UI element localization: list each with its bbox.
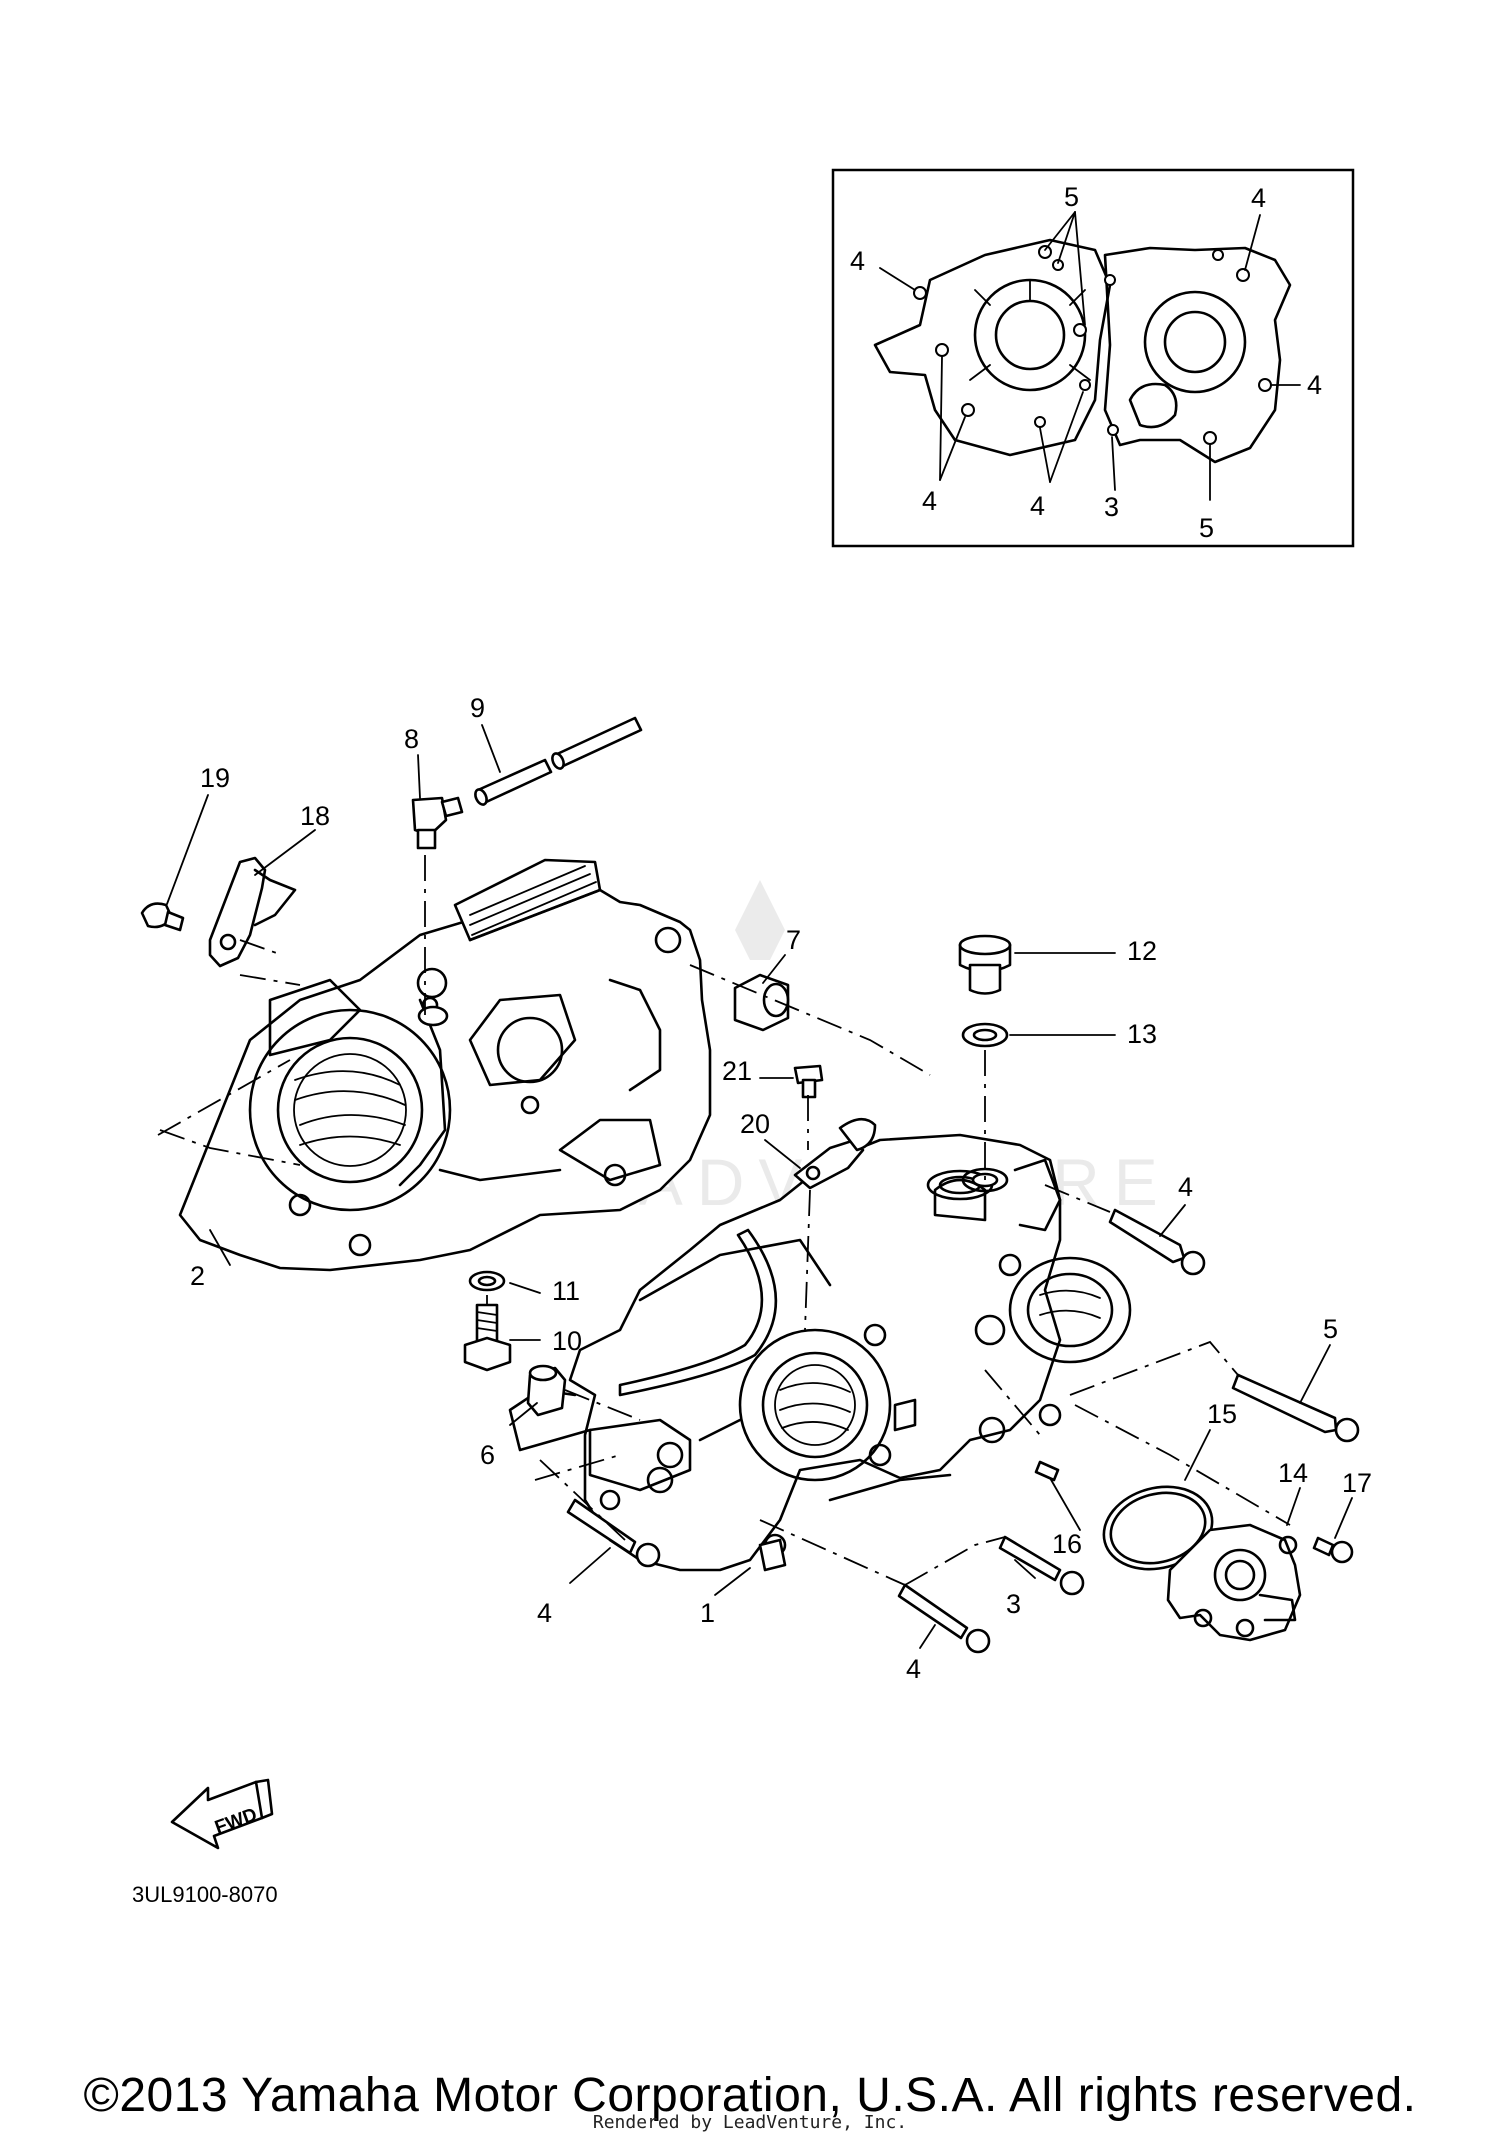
inset-callout-5: 5 bbox=[1199, 513, 1214, 543]
callout-2: 2 bbox=[190, 1261, 205, 1291]
callout-21: 21 bbox=[722, 1056, 752, 1086]
screw-19 bbox=[140, 902, 185, 932]
dowel-pins bbox=[474, 716, 643, 806]
bolt-4-bottom bbox=[897, 1583, 991, 1654]
pin-16 bbox=[1034, 1460, 1060, 1482]
callout-5: 5 bbox=[1323, 1314, 1338, 1344]
callout-4: 4 bbox=[537, 1598, 552, 1628]
cover-14 bbox=[1166, 1523, 1302, 1642]
left-crankcase-half bbox=[178, 858, 712, 1272]
callout-17: 17 bbox=[1342, 1468, 1372, 1498]
inset-callout-4: 4 bbox=[850, 246, 865, 276]
callout-8: 8 bbox=[404, 724, 419, 754]
bracket-18 bbox=[208, 856, 297, 968]
callout-4: 4 bbox=[906, 1654, 921, 1684]
drain-plug-12 bbox=[958, 934, 1012, 995]
callout-numbers: 9 8 19 18 7 12 13 21 20 4 2 11 10 5 6 15… bbox=[190, 693, 1372, 1684]
washer-11 bbox=[468, 1270, 506, 1292]
bolt-4-left bbox=[566, 1498, 661, 1568]
screw-17 bbox=[1312, 1536, 1354, 1564]
bolt-10 bbox=[463, 1303, 512, 1372]
callout-11: 11 bbox=[552, 1276, 580, 1306]
screw-21 bbox=[793, 1064, 824, 1099]
callout-14: 14 bbox=[1278, 1458, 1308, 1488]
callout-7: 7 bbox=[786, 925, 801, 955]
callout-13: 13 bbox=[1127, 1019, 1157, 1049]
callout-6: 6 bbox=[480, 1440, 495, 1470]
bolt-3 bbox=[998, 1535, 1085, 1596]
right-crankcase-half bbox=[508, 1133, 1132, 1572]
copyright-notice: ©2013 Yamaha Motor Corporation, U.S.A. A… bbox=[83, 2069, 1417, 2122]
inset-detail: 5 4 4 4 4 4 3 5 bbox=[831, 168, 1355, 548]
inset-callout-4: 4 bbox=[1030, 491, 1045, 521]
collar-6 bbox=[526, 1364, 567, 1417]
callout-9: 9 bbox=[470, 693, 485, 723]
callout-1: 1 bbox=[700, 1598, 715, 1628]
hose-fitting bbox=[411, 796, 464, 850]
forward-arrow-icon: FWD bbox=[170, 1778, 274, 1850]
callout-4: 4 bbox=[1178, 1172, 1193, 1202]
washer-13 bbox=[961, 1022, 1009, 1048]
callout-20: 20 bbox=[740, 1109, 770, 1139]
callout-12: 12 bbox=[1127, 936, 1157, 966]
bolt-4-right bbox=[1108, 1208, 1206, 1276]
inset-callout-3: 3 bbox=[1104, 492, 1119, 522]
callout-3: 3 bbox=[1006, 1589, 1021, 1619]
diagram-code: 3UL9100-8070 bbox=[132, 1882, 278, 1907]
callout-leaders bbox=[166, 724, 1353, 1649]
o-ring-15 bbox=[1102, 1485, 1214, 1571]
callout-15: 15 bbox=[1207, 1399, 1237, 1429]
inset-callout-4: 4 bbox=[922, 486, 937, 516]
callout-16: 16 bbox=[1052, 1529, 1082, 1559]
inset-callout-4: 4 bbox=[1307, 370, 1322, 400]
bolt-5 bbox=[1231, 1373, 1360, 1443]
callout-19: 19 bbox=[200, 763, 230, 793]
collar-7 bbox=[733, 973, 790, 1032]
inset-callout-4: 4 bbox=[1251, 183, 1266, 213]
rendered-by-credit: Rendered by LeadVenture, Inc. bbox=[592, 2112, 908, 2133]
callout-18: 18 bbox=[300, 801, 330, 831]
plate-20 bbox=[793, 1117, 877, 1190]
callout-10: 10 bbox=[552, 1326, 582, 1356]
assembly-center-lines bbox=[157, 855, 1291, 1586]
inset-callout-5: 5 bbox=[1064, 182, 1079, 212]
